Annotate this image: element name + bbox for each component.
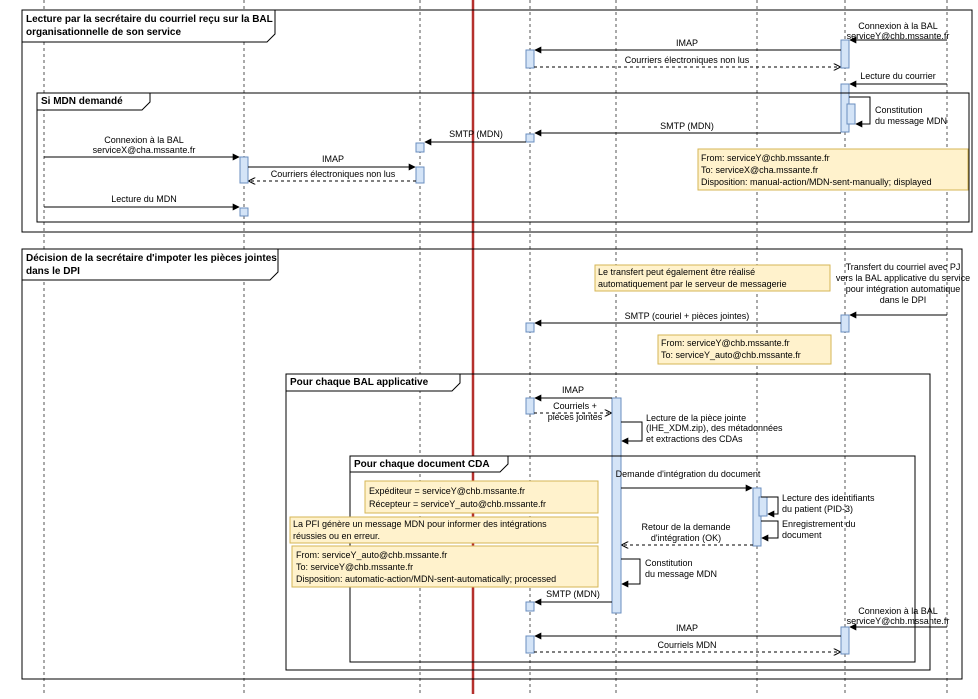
- frame-decision-title-1: Décision de la secrétaire d'impoter les …: [26, 253, 277, 264]
- msg-courriers-non-lus-1-label: Courriers électroniques non lus: [625, 55, 750, 65]
- msg-connexion-y-2-label-1: Connexion à la BAL: [858, 606, 938, 616]
- note-from-to: [657, 334, 832, 365]
- note-transfert: [594, 264, 831, 292]
- msg-courriers-non-lus-2-label: Courriers électroniques non lus: [271, 169, 396, 179]
- frame-decision-title-2: dans le DPI: [26, 266, 80, 277]
- note-mdn-1: [697, 148, 969, 191]
- msg-constitution-mdn-2-label-2: du message MDN: [645, 569, 717, 579]
- note-mdn-2-line-2: To: serviceY@chb.mssante.fr: [296, 562, 413, 572]
- msg-retour-demande-label-1: Retour de la demande: [641, 522, 730, 532]
- note-pfi-line-2: réussies ou en erreur.: [293, 531, 380, 541]
- note-mdn-1-line-1: From: serviceY@chb.mssante.fr: [701, 153, 830, 163]
- activation: [415, 142, 425, 153]
- frame-lecture-title-2: organisationnelle de son service: [26, 27, 181, 38]
- note-transfert-line-1: Le transfert peut également être réalisé: [598, 267, 755, 277]
- msg-smtp-mdn-2-label: SMTP (MDN): [660, 121, 714, 131]
- activation: [525, 49, 535, 69]
- msg-constitution-mdn-1: [849, 96, 871, 128]
- frame-decision: [21, 248, 963, 680]
- activation: [415, 166, 425, 184]
- activation: [525, 601, 535, 612]
- msg-constitution-mdn-1-label-2: du message MDN: [875, 116, 947, 126]
- msg-connexion-y-2-label-2: serviceY@chb.mssante.fr: [847, 616, 950, 626]
- msg-smtp-mdn-3-label: SMTP (MDN): [546, 589, 600, 599]
- msg-courriels-pj-label-2: pièces jointes: [548, 412, 603, 422]
- msg-courriels-pj-label-1: Courriels +: [553, 401, 597, 411]
- msg-lecture-identifiants-label-1: Lecture des identifiants: [782, 493, 875, 503]
- frame-lecture-tab: [21, 9, 276, 43]
- msg-enregistrement: [761, 520, 779, 542]
- activation: [752, 487, 762, 547]
- msg-connexion-y-1-label-2: serviceY@chb.mssante.fr: [847, 31, 950, 41]
- frame-pour-chaque-cda-title: Pour chaque document CDA: [354, 459, 490, 470]
- msg-smtp-mdn-1-label: SMTP (MDN): [449, 129, 503, 139]
- msg-smtp-pj-label: SMTP (couriel + pièces jointes): [625, 311, 750, 321]
- msg-imap-4-label: IMAP: [676, 623, 698, 633]
- activation: [525, 133, 535, 143]
- note-from-to-line-1: From: serviceY@chb.mssante.fr: [661, 338, 790, 348]
- msg-transfert-pj-label-2: vers la BAL applicative du service: [836, 273, 970, 283]
- msg-lecture-pj-label-2: (IHE_XDM.zip), des métadonnées: [646, 423, 783, 433]
- note-from-to-line-2: To: serviceY_auto@chb.mssante.fr: [661, 350, 801, 360]
- activation: [239, 156, 249, 184]
- msg-transfert-pj-label-3: pour intégration automatique: [846, 284, 961, 294]
- note-mdn-1-line-3: Disposition: manual-action/MDN-sent-manu…: [701, 177, 932, 187]
- activation: [611, 397, 622, 614]
- msg-constitution-mdn-2: [621, 558, 641, 588]
- msg-enregistrement-label-1: Enregistrement du: [782, 519, 856, 529]
- msg-transfert-pj-label-4: dans le DPI: [880, 295, 927, 305]
- note-mdn-2-line-1: From: serviceY_auto@chb.mssante.fr: [296, 550, 447, 560]
- frame-decision-tab: [21, 248, 279, 281]
- frame-si-mdn-tab: [36, 92, 151, 111]
- msg-imap-3-label: IMAP: [562, 385, 584, 395]
- activation: [525, 322, 535, 333]
- msg-demande-integration-label: Demande d'intégration du document: [616, 469, 761, 479]
- msg-lecture-pj-label-1: Lecture de la pièce jointe: [646, 413, 746, 423]
- note-mdn-1-line-2: To: serviceX@cha.mssante.fr: [701, 165, 818, 175]
- note-expediteur-line-1: Expéditeur = serviceY@chb.mssante.fr: [369, 486, 525, 496]
- msg-lecture-pj: [621, 421, 643, 445]
- msg-connexion-x-label-2: serviceX@cha.mssante.fr: [93, 145, 196, 155]
- frame-pour-chaque-bal-title: Pour chaque BAL applicative: [290, 377, 429, 388]
- frame-lecture-title-1: Lecture par la secrétaire du courriel re…: [26, 14, 273, 25]
- msg-imap-2-label: IMAP: [322, 154, 344, 164]
- note-pfi: [289, 516, 599, 544]
- activation: [840, 39, 850, 69]
- msg-connexion-x-label-1: Connexion à la BAL: [104, 135, 184, 145]
- activation: [525, 397, 535, 415]
- msg-courriels-mdn-label: Courriels MDN: [657, 640, 716, 650]
- msg-transfert-pj-label-1: Transfert du courriel avec PJ: [846, 262, 961, 272]
- msg-lecture-pj-label-3: et extractions des CDAs: [646, 434, 743, 444]
- note-mdn-2: [291, 545, 599, 588]
- activation: [758, 496, 768, 517]
- activation: [239, 207, 249, 217]
- activation: [525, 635, 535, 654]
- frame-pour-chaque-bal: [285, 373, 931, 671]
- note-transfert-line-2: automatiquement par le serveur de messag…: [598, 279, 787, 289]
- activation: [846, 103, 856, 125]
- msg-connexion-y-1-label-1: Connexion à la BAL: [858, 21, 938, 31]
- msg-lecture-courrier-label: Lecture du courrier: [860, 71, 936, 81]
- msg-constitution-mdn-1-label-1: Constitution: [875, 105, 923, 115]
- msg-lecture-identifiants-label-2: du patient (PID-3): [782, 504, 853, 514]
- frame-si-mdn-title: Si MDN demandé: [41, 96, 123, 107]
- activation: [840, 626, 850, 655]
- note-expediteur: [364, 480, 599, 514]
- frame-lecture: [21, 9, 973, 233]
- msg-retour-demande-label-2: d'intégration (OK): [651, 533, 721, 543]
- msg-lecture-identifiants: [761, 496, 779, 518]
- msg-lecture-mdn-label: Lecture du MDN: [111, 194, 177, 204]
- note-mdn-2-line-3: Disposition: automatic-action/MDN-sent-a…: [296, 574, 556, 584]
- msg-imap-1-label: IMAP: [676, 38, 698, 48]
- activation: [840, 314, 850, 333]
- note-expediteur-line-2: Récepteur = serviceY_auto@chb.mssante.fr: [369, 499, 546, 509]
- msg-enregistrement-label-2: document: [782, 530, 822, 540]
- frame-pour-chaque-cda-tab: [349, 455, 509, 473]
- msg-constitution-mdn-2-label-1: Constitution: [645, 558, 693, 568]
- note-pfi-line-1: La PFI génère un message MDN pour inform…: [293, 519, 547, 529]
- frame-pour-chaque-bal-tab: [285, 373, 461, 392]
- frame-si-mdn: [36, 92, 970, 223]
